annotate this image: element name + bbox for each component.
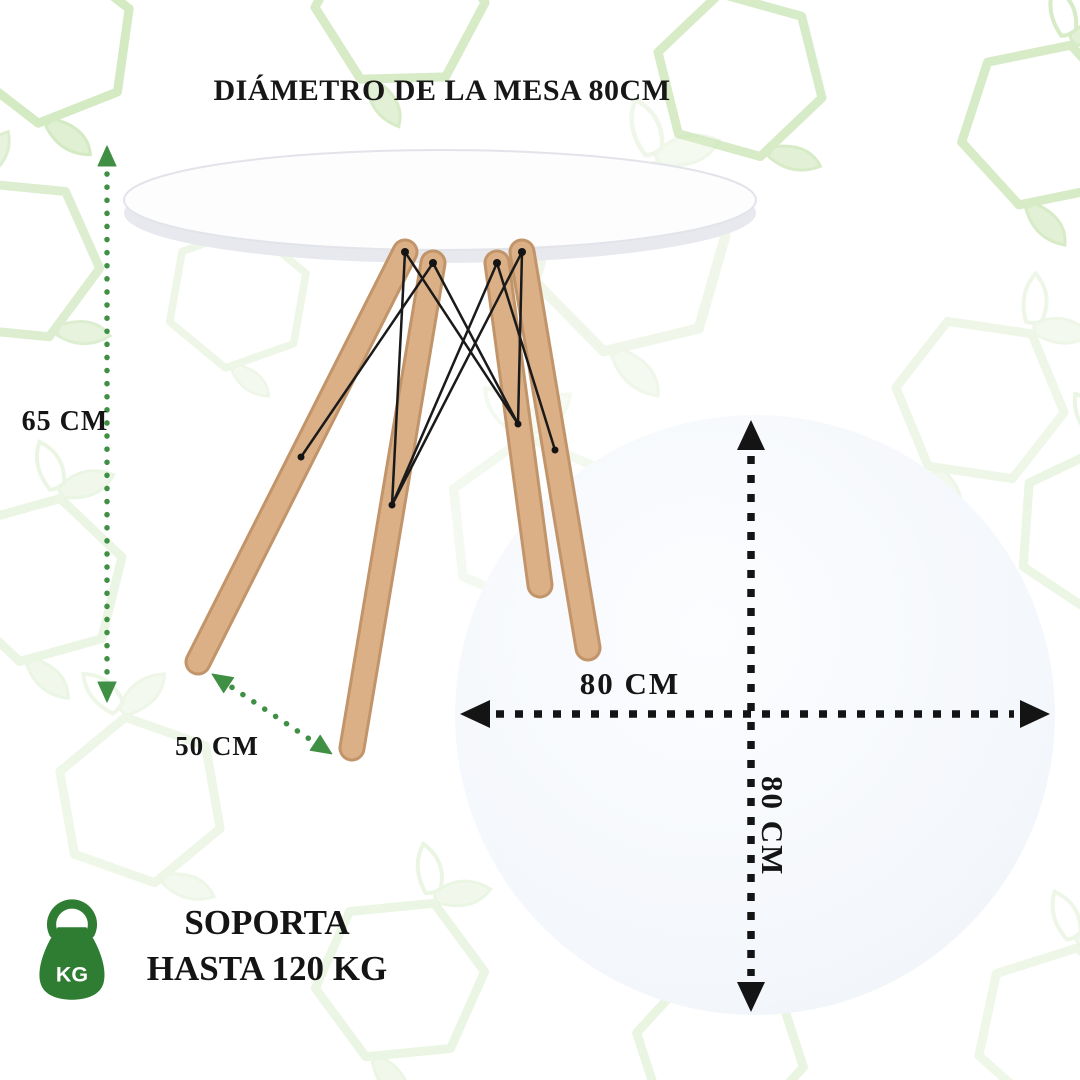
weight-capacity-text: SOPORTA HASTA 120 KG bbox=[112, 900, 422, 992]
wire-joints bbox=[297, 248, 559, 509]
table-illustration bbox=[123, 149, 757, 762]
diameter-vertical-label: 80 CM bbox=[755, 776, 790, 877]
wire-struts bbox=[299, 251, 557, 506]
page-title: DIÁMETRO DE LA MESA 80CM bbox=[213, 74, 671, 107]
leg-spread-arrow bbox=[211, 673, 333, 755]
diameter-horizontal-arrow bbox=[460, 700, 1050, 728]
kg-weight-icon: KG bbox=[39, 899, 105, 1000]
height-label: 65 CM bbox=[21, 406, 109, 437]
leg-spread-label: 50 CM bbox=[175, 731, 259, 761]
weight-line-2: HASTA 120 KG bbox=[146, 949, 388, 989]
kg-badge-text: KG bbox=[56, 962, 88, 986]
kg-icon-handle bbox=[47, 899, 97, 938]
height-arrow bbox=[97, 145, 117, 703]
tabletop-surface bbox=[123, 149, 757, 251]
weight-line-1: SOPORTA bbox=[184, 903, 350, 942]
diameter-vertical-arrow bbox=[737, 420, 765, 1012]
diameter-horizontal-label: 80 CM bbox=[579, 666, 681, 701]
kg-icon-body bbox=[39, 927, 105, 1000]
